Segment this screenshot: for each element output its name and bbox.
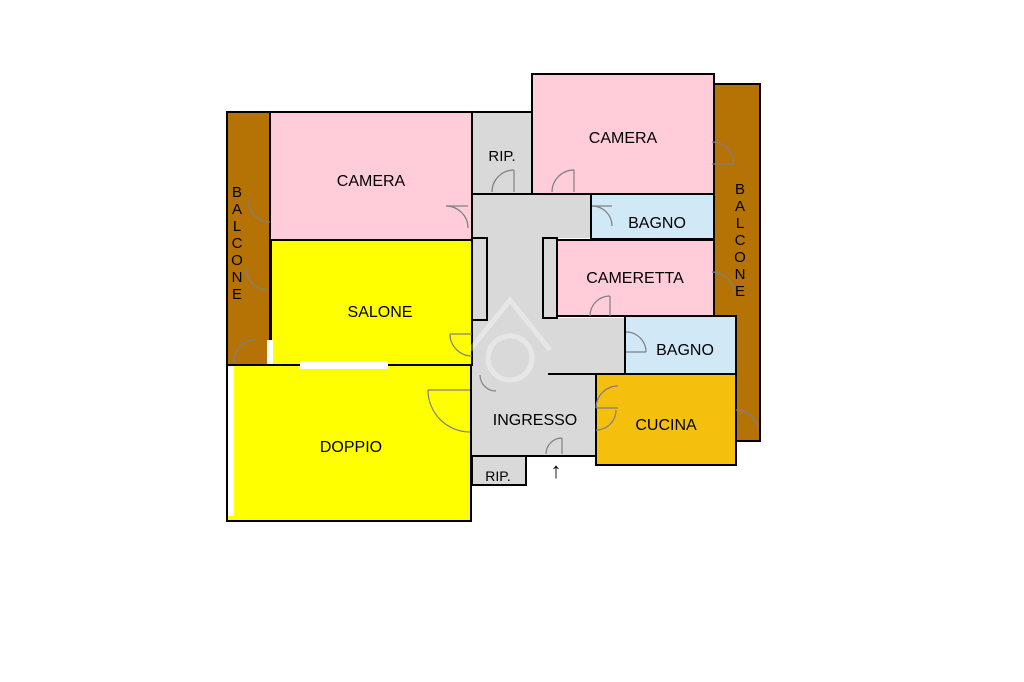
label-balcone-right: B A L C O N E [734, 181, 746, 300]
label-camera-left: CAMERA [337, 173, 406, 190]
balcone-right-letter: O [734, 249, 746, 266]
room-salone [270, 239, 473, 366]
label-camera-right: CAMERA [589, 130, 658, 147]
label-salone: SALONE [348, 304, 413, 321]
balcone-right-letter: L [736, 215, 744, 232]
entrance-arrow-icon: ↑ [551, 458, 562, 483]
balcone-left-letter: O [231, 252, 243, 269]
label-rip-bottom: RIP. [485, 468, 510, 484]
balcone-left-letter: B [232, 184, 242, 201]
label-bagno-top: BAGNO [628, 215, 686, 232]
door-openings [228, 340, 388, 516]
closet-right [542, 237, 558, 319]
room-rip-top [471, 111, 533, 195]
balcone-left-letter: E [232, 286, 242, 303]
balcone-right-letter: B [735, 181, 745, 198]
walls [470, 365, 596, 457]
label-balcone-left: B A L C O N E [231, 184, 243, 303]
door-swings [233, 141, 759, 455]
balcone-left-letter: A [232, 201, 242, 218]
room-rip-bottom [471, 455, 527, 486]
balcone-right-letter: E [735, 283, 745, 300]
room-cucina [595, 373, 737, 466]
balcone-left-letter: C [232, 235, 243, 252]
label-cameretta: CAMERETTA [586, 270, 684, 287]
balcony-left [226, 111, 271, 366]
label-bagno-mid: BAGNO [656, 342, 714, 359]
balcone-right-letter: A [735, 198, 745, 215]
watermark-logo [468, 295, 552, 383]
closet-left [471, 237, 488, 321]
label-ingresso: INGRESSO [493, 412, 577, 429]
corridor [470, 193, 626, 456]
label-rip-top: RIP. [488, 148, 515, 165]
room-cameretta [556, 239, 715, 317]
room-camera-left [269, 111, 473, 241]
balcone-left-letter: L [233, 218, 241, 235]
label-doppio: DOPPIO [320, 439, 382, 456]
balcone-right-letter: N [735, 266, 746, 283]
balcone-right-letter: C [735, 232, 746, 249]
balcone-left-letter: N [232, 269, 243, 286]
label-cucina: CUCINA [635, 417, 697, 434]
